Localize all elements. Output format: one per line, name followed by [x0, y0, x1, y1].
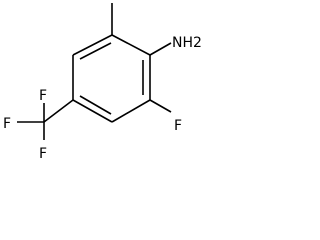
amine-bond: [149, 42, 172, 56]
amine-label: NH2: [172, 35, 202, 51]
cf3-fluoro-top-label: F: [39, 88, 47, 104]
cf3-fluoro-left-label: F: [3, 116, 11, 132]
ring-bond-c1-c2: [111, 34, 151, 56]
ring-bond-c6-c1-inner: [79, 42, 112, 60]
fluoro-label: F: [174, 118, 182, 134]
ring-bond-c6-c1: [72, 34, 113, 56]
cf3-fluoro-bottom-label: F: [39, 146, 47, 162]
ring-bond-c4-c5: [72, 99, 113, 123]
trifluoromethyl-bond: [43, 99, 74, 123]
chemical-structure: NH2 F F F F: [3, 3, 202, 162]
ring-bond-c4-c5-inner: [79, 95, 112, 115]
fluoro-bond: [149, 99, 172, 113]
benzene-ring: [72, 34, 151, 123]
ring-bond-c3-c4: [111, 99, 151, 123]
